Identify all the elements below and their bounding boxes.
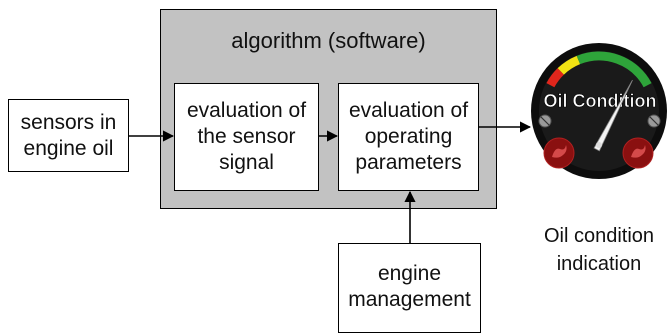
flow-arrows — [129, 121, 532, 243]
sensors-box: sensors in engine oil — [8, 99, 129, 172]
gauge-zone-yellow — [557, 55, 581, 75]
gauge-hub — [596, 142, 602, 148]
gauge-screw-left-slot — [540, 116, 550, 126]
diagram-overlay: Oil Condition — [129, 43, 667, 243]
gauge-label: Oil Condition — [544, 91, 657, 111]
evaluation-operating-parameters-box: evaluation of operating parameters — [338, 83, 479, 191]
engine-management-box: engine management — [338, 243, 481, 333]
gauge-needle — [593, 79, 633, 152]
gauge-badge-left-glyph — [552, 145, 567, 158]
oil-condition-gauge: Oil Condition — [531, 43, 667, 179]
gauge-screw-right-slot — [649, 116, 659, 126]
gauge-zone-green — [576, 51, 652, 88]
gauge-zone-red — [546, 68, 565, 88]
gauge-badge-right-glyph — [631, 145, 646, 158]
algorithm-title: algorithm (software) — [231, 28, 426, 53]
evaluation-sensor-signal-box: evaluation of the sensor signal — [174, 83, 319, 191]
oil-condition-indication-caption: Oil condition indication — [543, 225, 655, 275]
